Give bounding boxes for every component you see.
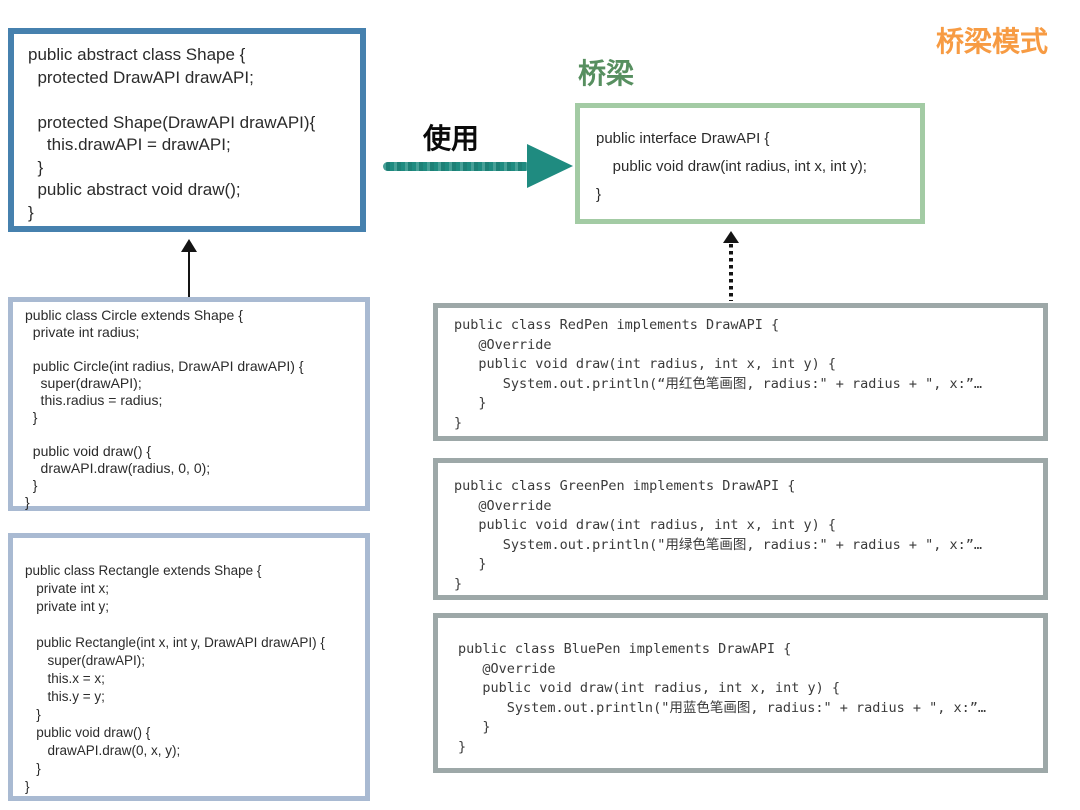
bridge-label: 桥梁 <box>578 58 635 89</box>
pattern-title: 桥梁模式 <box>936 26 1049 57</box>
redpen-code: public class RedPen implements DrawAPI {… <box>454 317 983 431</box>
inheritance-arrow-shaft <box>187 252 191 297</box>
drawapi-interface-box: public interface DrawAPI { public void d… <box>575 103 925 224</box>
circle-code: public class Circle extends Shape { priv… <box>25 307 304 510</box>
implements-dotted-up-arrow-icon <box>723 231 739 301</box>
drawapi-code: public interface DrawAPI { public void d… <box>596 130 867 203</box>
bluepen-class-box: public class BluePen implements DrawAPI … <box>433 613 1048 773</box>
redpen-class-box: public class RedPen implements DrawAPI {… <box>433 303 1048 441</box>
use-label: 使用 <box>423 123 480 154</box>
inheritance-arrow-head <box>181 239 197 252</box>
greenpen-class-box: public class GreenPen implements DrawAPI… <box>433 458 1048 600</box>
inheritance-up-arrow-icon <box>181 239 197 297</box>
shape-code: public abstract class Shape { protected … <box>28 45 316 222</box>
use-arrow-icon <box>383 140 575 194</box>
circle-class-box: public class Circle extends Shape { priv… <box>8 297 370 511</box>
shape-abstract-class-box: public abstract class Shape { protected … <box>8 28 366 232</box>
greenpen-code: public class GreenPen implements DrawAPI… <box>454 478 983 592</box>
rectangle-code: public class Rectangle extends Shape { p… <box>25 563 325 794</box>
implements-arrow-shaft <box>729 244 733 301</box>
rectangle-class-box: public class Rectangle extends Shape { p… <box>8 533 370 801</box>
use-arrow-head <box>527 144 573 188</box>
implements-arrow-head <box>723 231 739 243</box>
bluepen-code: public class BluePen implements DrawAPI … <box>458 641 987 755</box>
use-arrow-shaft <box>383 162 530 171</box>
